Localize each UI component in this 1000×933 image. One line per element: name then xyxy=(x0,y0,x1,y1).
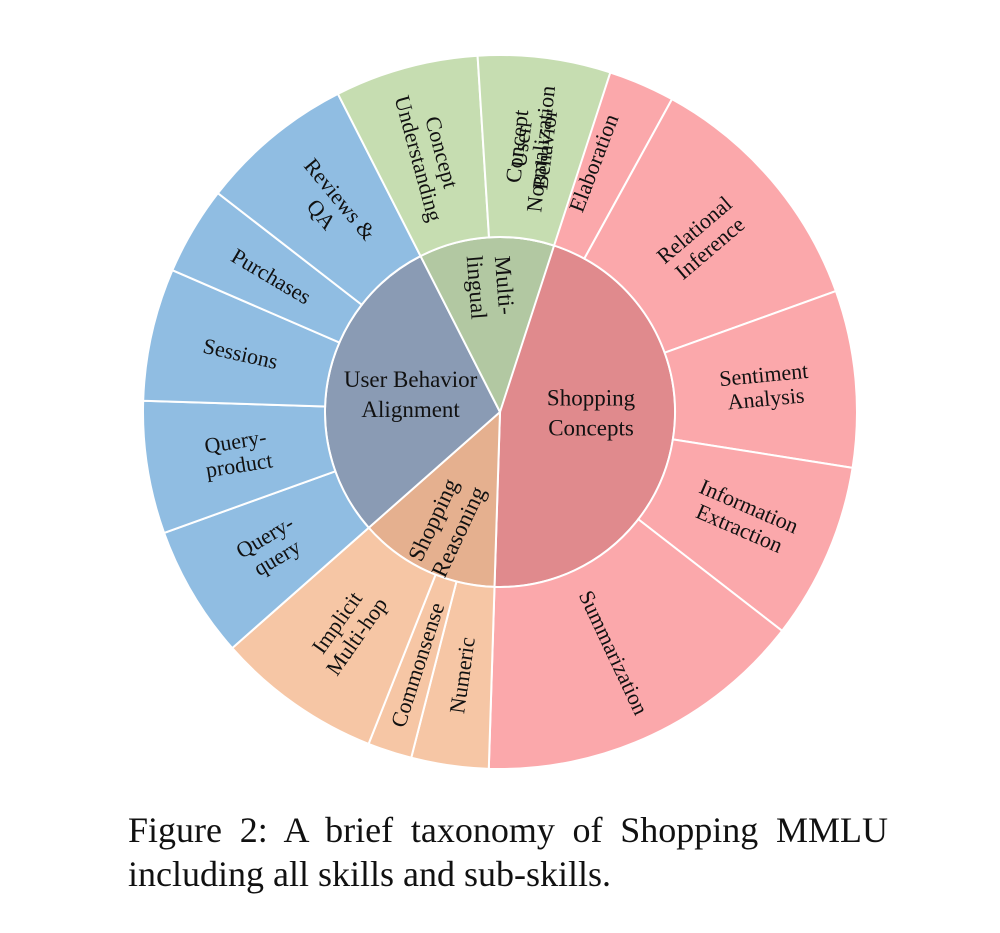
sub-skill-summarization xyxy=(487,517,784,770)
inner-ring xyxy=(324,235,677,588)
outer-ring xyxy=(142,53,858,770)
sub-skill-label-sentiment-analysis: SentimentAnalysis xyxy=(718,358,811,415)
skill-label-multi-lingual: Multi-lingual xyxy=(462,252,520,320)
sub-skill-label-concept-normalization: ConceptNormalization xyxy=(497,82,560,214)
sub-skill-user-behavior xyxy=(476,54,612,247)
sub-skill-relational-inference xyxy=(582,97,838,354)
sub-skill-label-query-product: Query-product xyxy=(200,424,274,483)
figure-caption: Figure 2: A brief taxonomy of Shopping M… xyxy=(128,810,888,894)
